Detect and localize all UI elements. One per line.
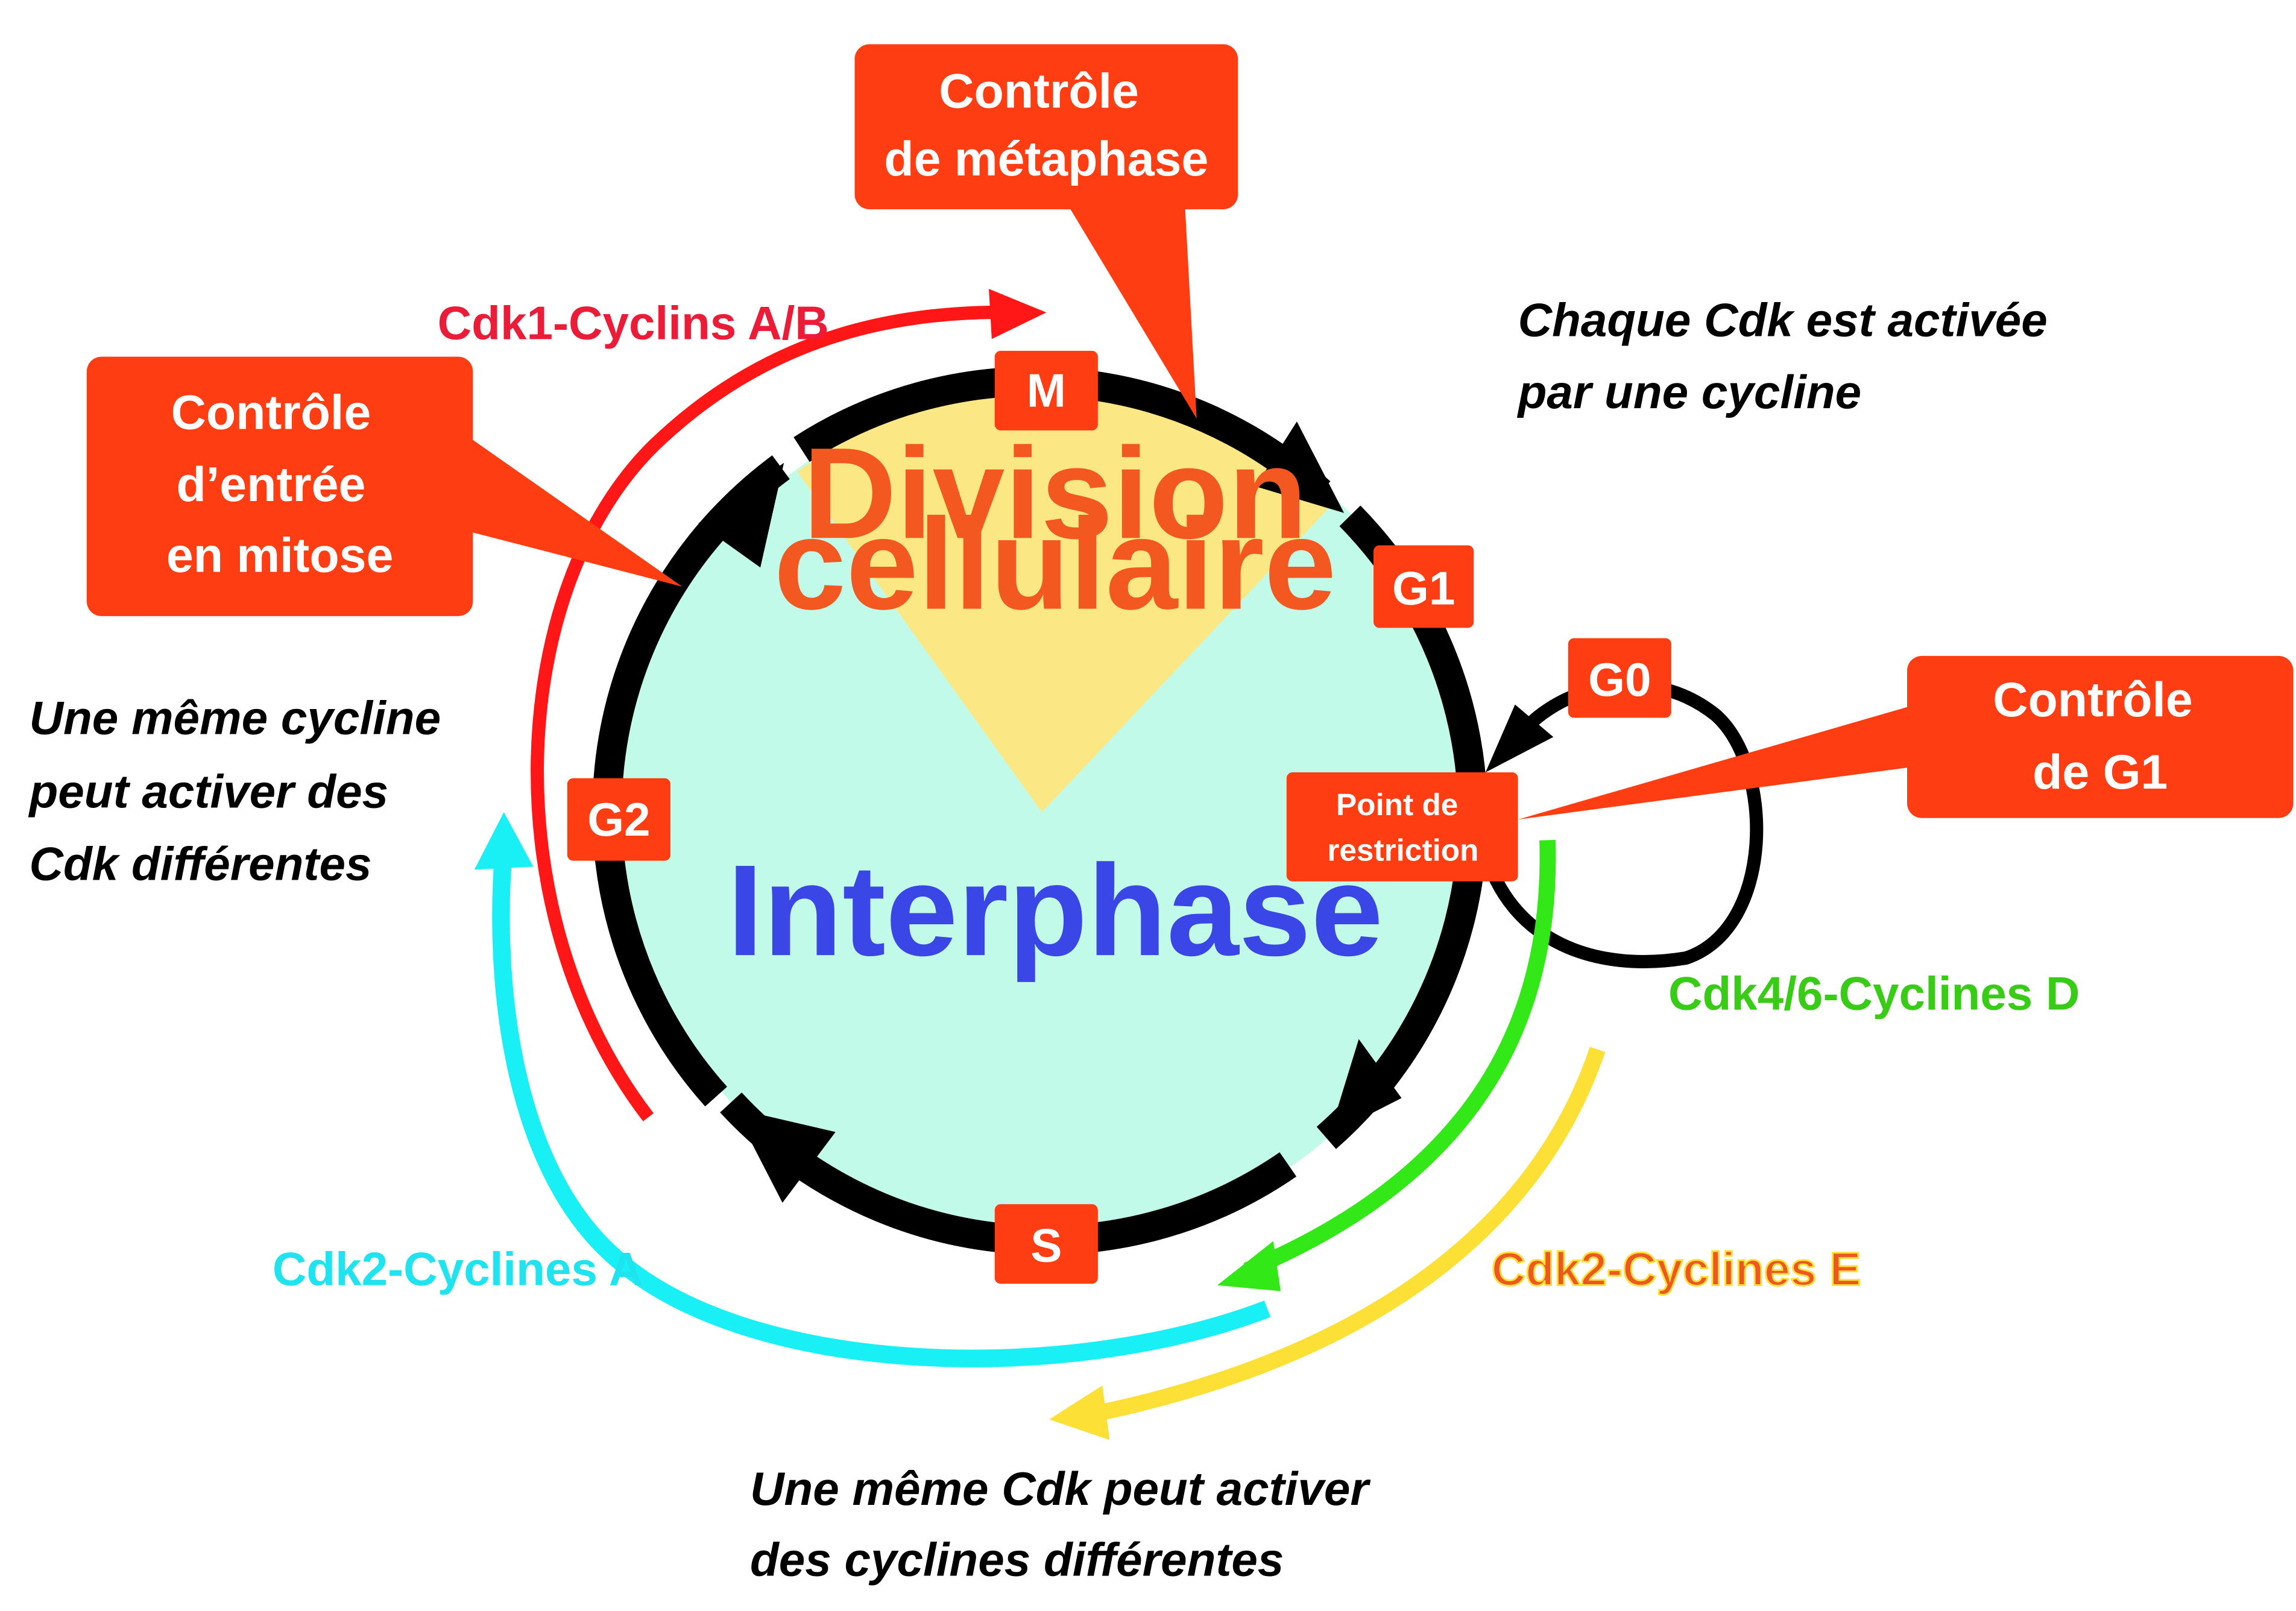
metaphase-callout-pointer: [1067, 203, 1197, 419]
note-left-line2: peut activer des: [28, 765, 389, 818]
phase-g0-label: G0: [1588, 653, 1651, 706]
mitosis-callout-line3: en mitose: [166, 529, 394, 583]
note-top-right-line1: Chaque Cdk est activée: [1518, 293, 2048, 346]
phase-g1-label: G1: [1392, 561, 1455, 614]
phase-s-badge: S: [994, 1204, 1098, 1284]
metaphase-callout-line2: de métaphase: [884, 132, 1208, 186]
cdk1-arrowhead: [988, 289, 1047, 339]
cdk2a-arc: [492, 846, 1271, 1367]
note-bottom-line1: Une même Cdk peut activer: [750, 1462, 1370, 1515]
g1-callout-line1: Contrôle: [1993, 673, 2193, 727]
phase-m-label: M: [1027, 364, 1066, 417]
phase-g1-badge: G1: [1374, 545, 1474, 628]
restriction-point-box: [1286, 772, 1518, 881]
arrowhead-s-g2: [734, 1108, 836, 1203]
metaphase-callout-box: [854, 44, 1238, 210]
note-bottom-line2: des cyclines différentes: [750, 1533, 1284, 1586]
g1-callout-box: [1906, 655, 2294, 818]
g1-callout-line2: de G1: [2033, 745, 2168, 799]
cdk46-label: Cdk4/6-Cyclines D: [1668, 967, 2080, 1020]
cdk1-arc: [531, 305, 1023, 1121]
g0-loop-arrowhead: [1485, 704, 1554, 772]
phase-g0-badge: G0: [1568, 638, 1671, 718]
cdk46-arrowhead: [1217, 1241, 1281, 1291]
restriction-point-line1: Point de: [1336, 787, 1458, 822]
mitosis-callout-box: [86, 356, 473, 616]
arrowhead-g2-m: [698, 462, 784, 568]
division-wedge: [797, 390, 1336, 813]
note-left-line3: Cdk différentes: [30, 837, 372, 890]
mitosis-entry-control-callout: Contrôle d’entrée en mitose: [86, 356, 683, 616]
phase-g2-label: G2: [587, 793, 650, 846]
cdk46-arc: [1243, 840, 1556, 1278]
cdk2e-arrowhead: [1049, 1385, 1110, 1440]
phase-s-box: [994, 1204, 1098, 1284]
note-top-right-line2: par une cycline: [1517, 365, 1861, 418]
cdk2e-label: Cdk2-Cyclines E: [1492, 1243, 1861, 1296]
restriction-point-line2: restriction: [1327, 833, 1478, 868]
cdk2a-arrowhead: [474, 812, 534, 870]
ring-arrowheads: [698, 421, 1402, 1203]
phase-s-label: S: [1030, 1219, 1062, 1272]
phase-m-badge: M: [994, 350, 1098, 430]
interphase-label: Interphase: [727, 837, 1383, 983]
division-label-line2: cellulaire: [774, 491, 1337, 637]
cdk2a-label: Cdk2-Cyclines A: [273, 1243, 643, 1296]
mitosis-callout-line1: Contrôle: [171, 385, 371, 440]
restriction-point-badge: Point de restriction: [1286, 772, 1518, 881]
phase-g2-badge: G2: [567, 778, 670, 861]
phase-g2-box: [567, 778, 670, 861]
metaphase-callout-line1: Contrôle: [939, 64, 1139, 118]
cdk2e-arc: [1087, 1047, 1606, 1423]
phase-g0-box: [1568, 638, 1671, 718]
ring-segment-g2-m: [592, 455, 790, 1107]
note-left-line1: Une même cycline: [30, 691, 441, 744]
cdk1-label: Cdk1-Cyclins A/B: [438, 296, 829, 349]
metaphase-control-callout: Contrôle de métaphase: [854, 44, 1238, 419]
mitosis-callout-line2: d’entrée: [177, 458, 366, 512]
interphase-region: [620, 387, 1475, 1243]
division-label-line1: Division: [803, 420, 1308, 566]
arrowhead-g1-s: [1329, 1039, 1402, 1135]
arrowhead-m-g1: [1255, 421, 1345, 513]
phase-g1-box: [1374, 545, 1474, 628]
phase-m-box: [994, 350, 1098, 430]
